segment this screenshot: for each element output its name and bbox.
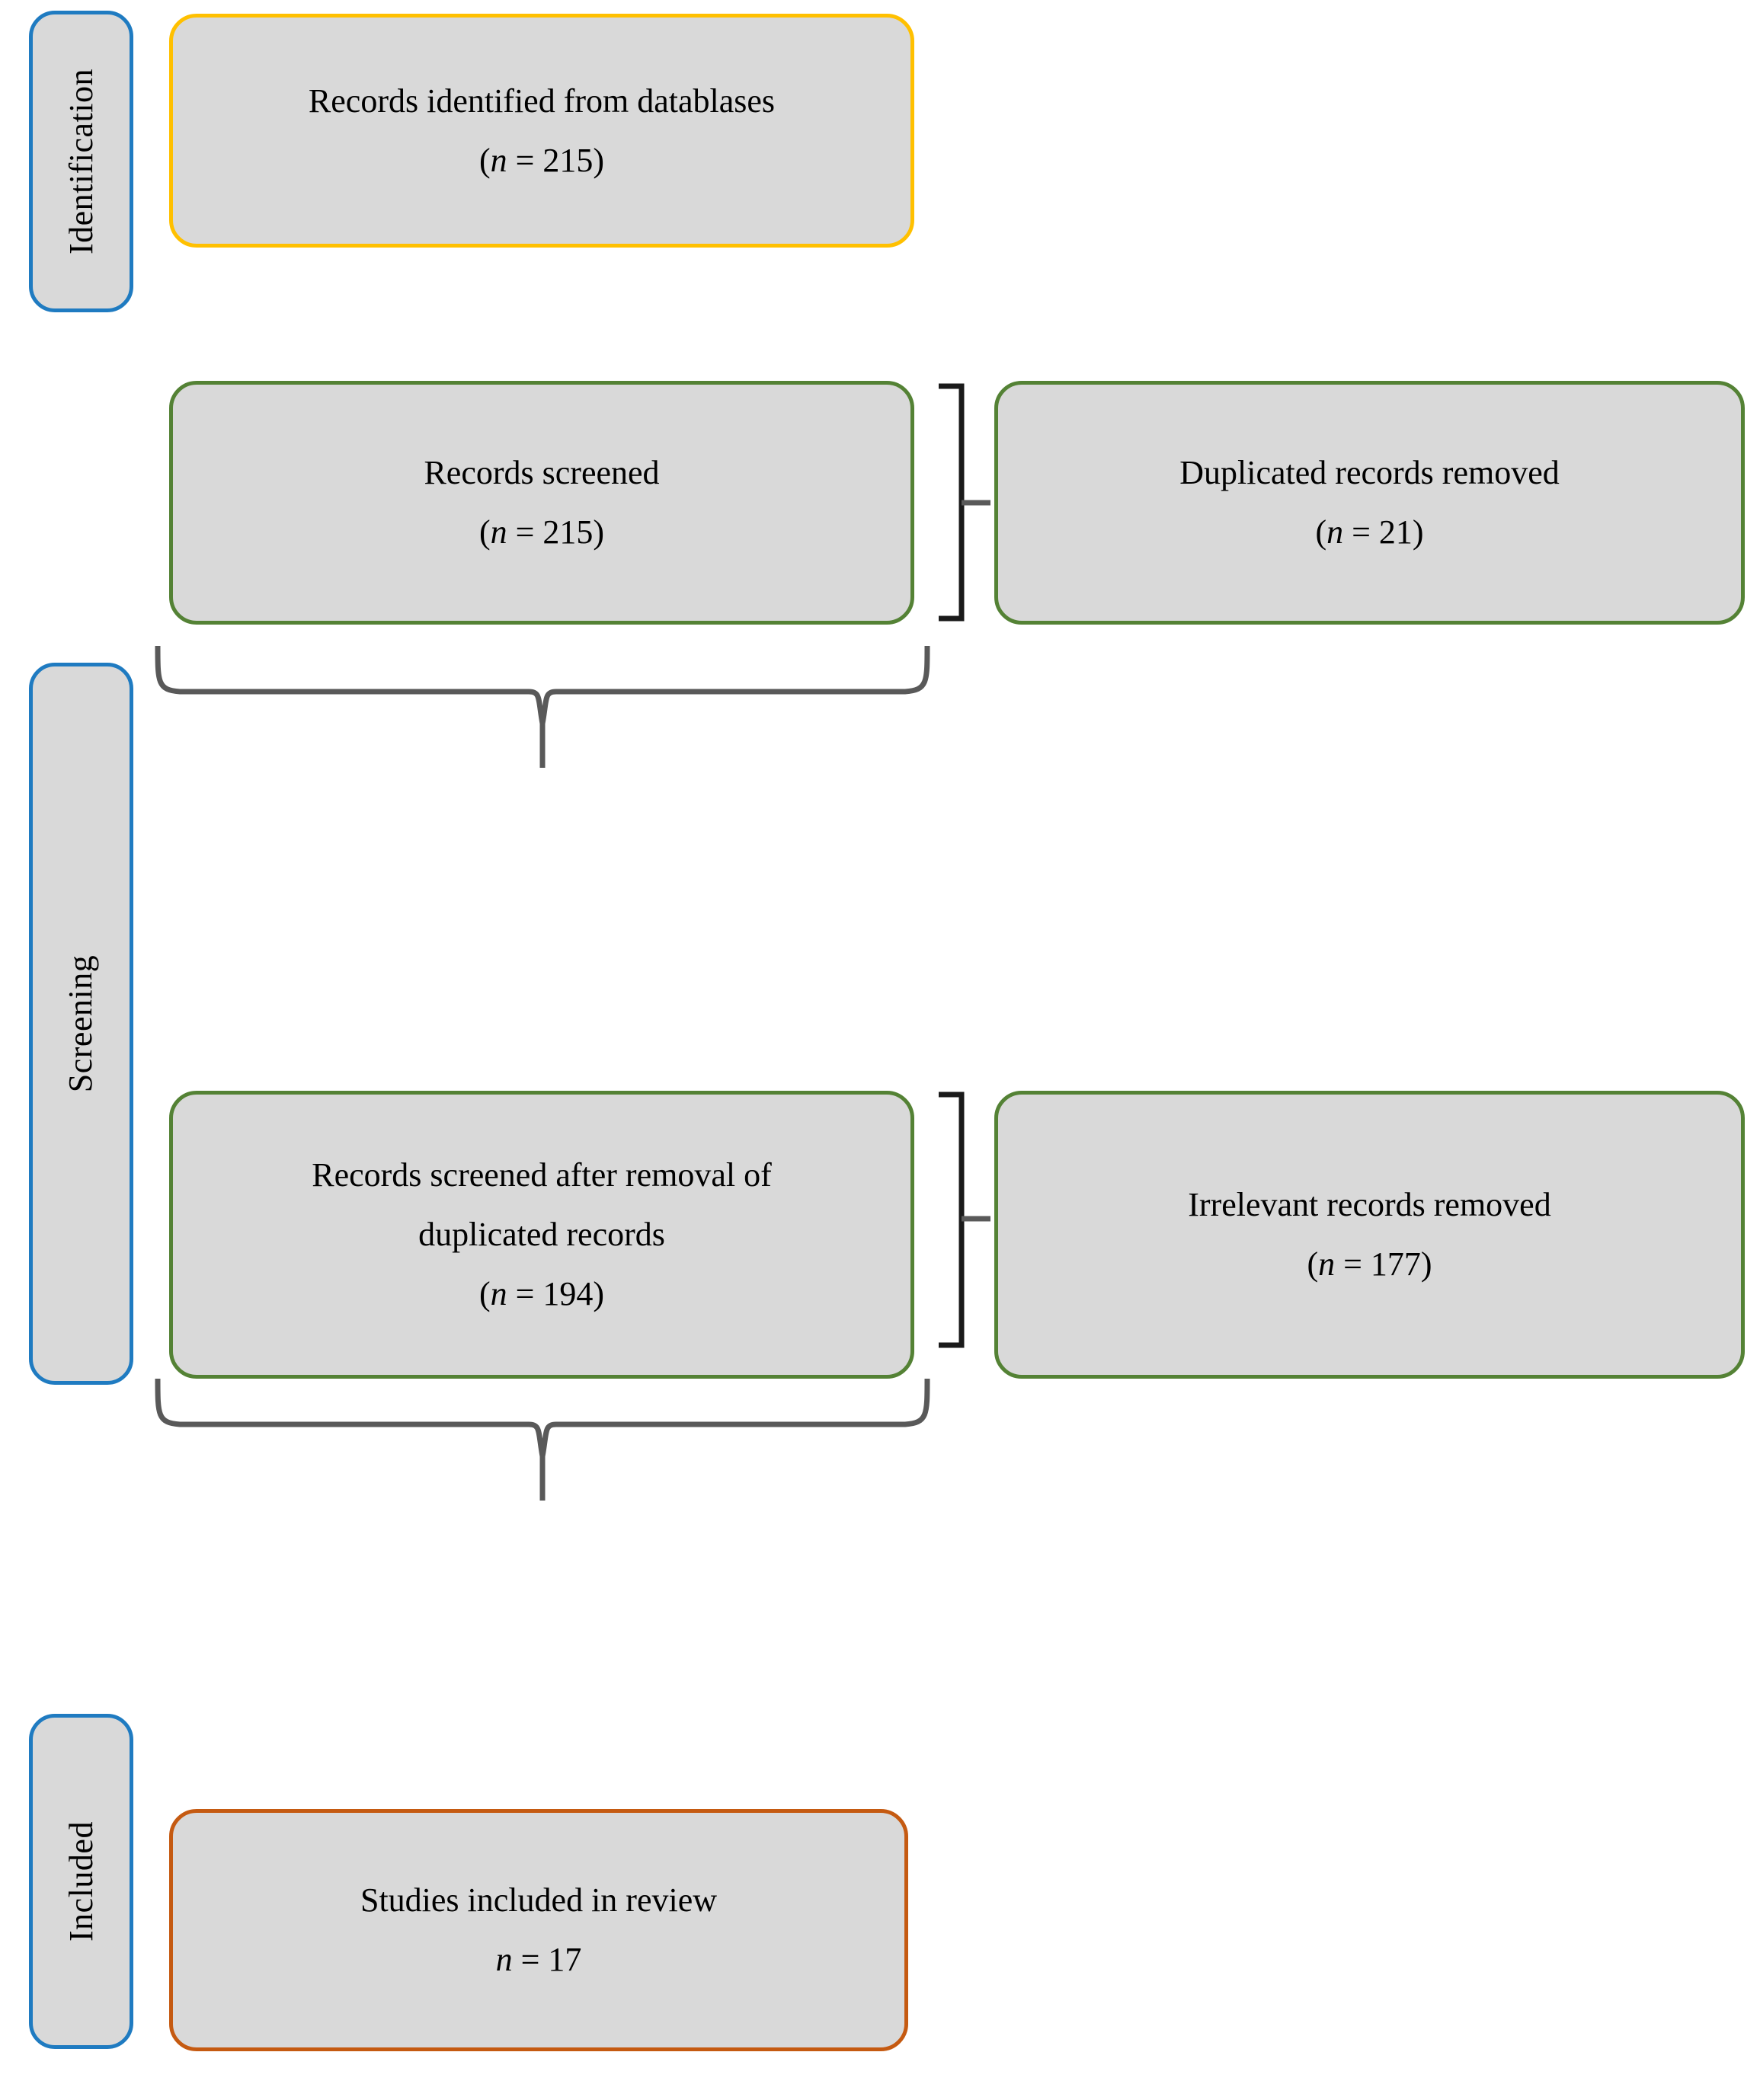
n-symbol: n	[490, 1275, 507, 1312]
count-suffix: = 215)	[507, 513, 605, 551]
node-records-screened-after-dedup-line1: Records screened after removal of	[312, 1156, 772, 1194]
brace-under-screened	[155, 645, 930, 724]
node-irrelevant-records-removed: Irrelevant records removed (n = 177)	[994, 1091, 1745, 1379]
n-symbol: n	[1326, 513, 1344, 551]
node-studies-included-line1: Studies included in review	[360, 1881, 717, 1919]
stage-band-screening-label: Screening	[62, 954, 100, 1093]
node-records-identified: Records identified from datablases (n = …	[169, 14, 914, 248]
node-studies-included-count: n = 17	[476, 1930, 602, 1990]
count-suffix: = 17	[512, 1941, 582, 1978]
count-prefix: (	[478, 141, 491, 179]
node-duplicated-records-removed-count: (n = 21)	[1295, 503, 1443, 562]
stage-band-identification-label: Identification	[62, 68, 100, 255]
count-prefix: (	[478, 1275, 491, 1312]
stage-band-included-label: Included	[62, 1821, 100, 1942]
bracket-screened-to-duplicates	[939, 383, 965, 622]
node-records-screened-count: (n = 215)	[459, 503, 624, 562]
node-records-screened-after-dedup: Records screened after removal of duplic…	[169, 1091, 914, 1379]
bracket-dedup-to-irrelevant	[939, 1092, 965, 1348]
count-suffix: = 215)	[507, 141, 605, 179]
node-records-identified-count: (n = 215)	[459, 131, 624, 190]
stage-band-identification: Identification	[29, 11, 133, 312]
brace-under-dedup	[155, 1378, 930, 1457]
stage-band-screening: Screening	[29, 663, 133, 1385]
node-records-screened-after-dedup-count: (n = 194)	[459, 1264, 624, 1324]
node-irrelevant-records-removed-count: (n = 177)	[1287, 1235, 1451, 1294]
node-studies-included: Studies included in review n = 17	[169, 1809, 908, 2051]
count-suffix: = 21)	[1343, 513, 1424, 551]
node-records-screened-line1: Records screened	[424, 454, 660, 491]
count-prefix: (	[1315, 513, 1327, 551]
stage-band-included: Included	[29, 1714, 133, 2049]
n-symbol: n	[490, 513, 507, 551]
count-prefix: (	[478, 513, 491, 551]
count-suffix: = 194)	[507, 1275, 605, 1312]
node-records-screened: Records screened (n = 215)	[169, 381, 914, 625]
count-suffix: = 177)	[1335, 1245, 1432, 1283]
n-symbol: n	[1318, 1245, 1336, 1283]
node-duplicated-records-removed-line1: Duplicated records removed	[1179, 454, 1560, 491]
node-duplicated-records-removed: Duplicated records removed (n = 21)	[994, 381, 1745, 625]
count-prefix: (	[1307, 1245, 1319, 1283]
node-records-identified-line1: Records identified from datablases	[308, 82, 776, 120]
n-symbol: n	[490, 141, 507, 179]
node-irrelevant-records-removed-line1: Irrelevant records removed	[1188, 1186, 1551, 1223]
n-symbol: n	[495, 1941, 513, 1978]
node-records-screened-after-dedup-line2: duplicated records	[418, 1216, 665, 1253]
